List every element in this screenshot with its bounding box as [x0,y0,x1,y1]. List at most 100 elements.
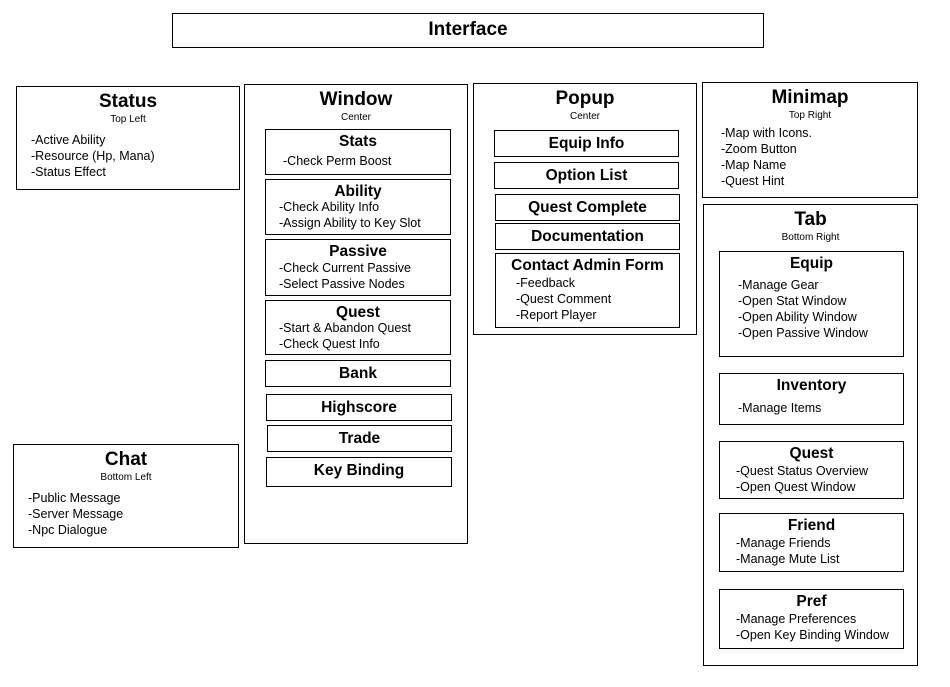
window-passive-items: -Check Current Passive -Select Passive N… [279,260,411,292]
popup-contact-items: -Feedback -Quest Comment -Report Player [516,275,611,323]
status-item: -Status Effect [31,165,106,179]
popup-panel: Popup Center Equip Info Option List Ques… [473,83,697,335]
window-ability-title: Ability [334,183,382,200]
window-quest-title: Quest [336,304,380,321]
minimap-item: -Map Name [721,158,787,172]
tab-inventory-title: Inventory [776,377,847,394]
tab-panel: Tab Bottom Right Equip -Manage Gear -Ope… [703,204,918,666]
window-position: Center [340,112,371,123]
window-panel: Window Center Stats -Check Perm Boost Ab… [244,84,468,544]
tab-quest-box: Quest -Quest Status Overview -Open Quest… [719,441,904,499]
window-key-binding-box: Key Binding [266,457,452,487]
tab-equip-title: Equip [789,255,834,272]
window-ability-items: -Check Ability Info -Assign Ability to K… [279,199,421,231]
popup-title: Popup [555,88,615,109]
popup-contact-item: -Feedback [516,276,576,290]
tab-friend-items: -Manage Friends -Manage Mute List [736,535,840,567]
window-stats-box: Stats -Check Perm Boost [265,129,451,175]
tab-pref-items: -Manage Preferences -Open Key Binding Wi… [736,611,889,643]
tab-friend-title: Friend [787,517,836,534]
window-quest-items: -Start & Abandon Quest -Check Quest Info [279,320,411,352]
chat-item: -Public Message [28,491,121,505]
popup-option-list-title: Option List [545,167,628,184]
popup-quest-complete-box: Quest Complete [495,194,680,221]
tab-equip-item: -Open Stat Window [738,294,847,308]
popup-position: Center [569,111,600,122]
window-passive-item: -Check Current Passive [279,261,411,275]
tab-equip-items: -Manage Gear -Open Stat Window -Open Abi… [738,277,868,341]
window-trade-box: Trade [267,425,452,452]
tab-pref-item: -Manage Preferences [736,612,857,626]
popup-contact-item: -Report Player [516,308,597,322]
chat-position: Bottom Left [100,472,152,483]
window-ability-box: Ability -Check Ability Info -Assign Abil… [265,179,451,235]
interface-title: Interface [428,19,508,40]
popup-equip-info-box: Equip Info [494,130,679,157]
popup-equip-info-title: Equip Info [548,135,625,152]
window-quest-item: -Check Quest Info [279,337,380,351]
window-ability-item: -Assign Ability to Key Slot [279,216,421,230]
popup-contact-item: -Quest Comment [516,292,612,306]
tab-friend-box: Friend -Manage Friends -Manage Mute List [719,513,904,572]
window-bank-title: Bank [339,365,377,382]
window-passive-item: -Select Passive Nodes [279,277,405,291]
minimap-item: -Map with Icons. [721,126,813,140]
window-title: Window [319,89,393,110]
window-trade-title: Trade [338,430,381,447]
tab-inventory-items: -Manage Items [738,400,821,416]
status-item: -Resource (Hp, Mana) [31,149,155,163]
popup-contact-box: Contact Admin Form -Feedback -Quest Comm… [495,253,680,328]
minimap-panel: Minimap Top Right -Map with Icons. -Zoom… [702,82,918,198]
popup-documentation-title: Documentation [531,228,644,245]
tab-friend-item: -Manage Mute List [736,552,840,566]
status-panel: Status Top Left -Active Ability -Resourc… [16,86,240,190]
window-passive-box: Passive -Check Current Passive -Select P… [265,239,451,296]
tab-quest-item: -Open Quest Window [736,480,856,494]
interface-title-box: Interface [172,13,764,48]
tab-friend-item: -Manage Friends [736,536,831,550]
minimap-item: -Zoom Button [721,142,797,156]
chat-title: Chat [104,449,148,470]
tab-pref-item: -Open Key Binding Window [736,628,889,642]
tab-quest-title: Quest [789,445,834,462]
popup-option-list-box: Option List [494,162,679,189]
chat-items: -Public Message -Server Message -Npc Dia… [28,490,123,538]
popup-contact-title: Contact Admin Form [511,257,664,274]
popup-documentation-box: Documentation [495,223,680,250]
chat-item: -Npc Dialogue [28,523,108,537]
tab-title: Tab [794,209,827,230]
tab-equip-box: Equip -Manage Gear -Open Stat Window -Op… [719,251,904,357]
minimap-item: -Quest Hint [721,174,785,188]
window-ability-item: -Check Ability Info [279,200,380,214]
status-position: Top Left [110,114,146,125]
window-stats-title: Stats [339,133,377,150]
tab-position: Bottom Right [781,232,840,243]
window-stats-items: -Check Perm Boost [283,153,391,169]
chat-item: -Server Message [28,507,124,521]
tab-inventory-box: Inventory -Manage Items [719,373,904,425]
status-title: Status [98,91,158,112]
tab-pref-title: Pref [796,593,827,610]
minimap-title: Minimap [771,87,849,108]
window-highscore-title: Highscore [321,399,397,416]
tab-pref-box: Pref -Manage Preferences -Open Key Bindi… [719,589,904,649]
tab-equip-item: -Open Ability Window [738,310,857,324]
minimap-items: -Map with Icons. -Zoom Button -Map Name … [721,125,812,189]
window-bank-box: Bank [265,360,451,387]
window-stats-item: -Check Perm Boost [283,154,392,168]
tab-inventory-item: -Manage Items [738,401,822,415]
window-key-binding-title: Key Binding [313,462,405,479]
popup-quest-complete-title: Quest Complete [528,199,647,216]
minimap-position: Top Right [788,110,832,121]
window-highscore-box: Highscore [266,394,452,421]
window-quest-box: Quest -Start & Abandon Quest -Check Ques… [265,300,451,355]
status-items: -Active Ability -Resource (Hp, Mana) -St… [31,132,155,180]
tab-quest-items: -Quest Status Overview -Open Quest Windo… [736,463,868,495]
tab-equip-item: -Open Passive Window [738,326,868,340]
window-passive-title: Passive [329,243,387,260]
tab-quest-item: -Quest Status Overview [736,464,868,478]
chat-panel: Chat Bottom Left -Public Message -Server… [13,444,239,548]
window-quest-item: -Start & Abandon Quest [279,321,412,335]
tab-equip-item: -Manage Gear [738,278,819,292]
status-item: -Active Ability [31,133,106,147]
